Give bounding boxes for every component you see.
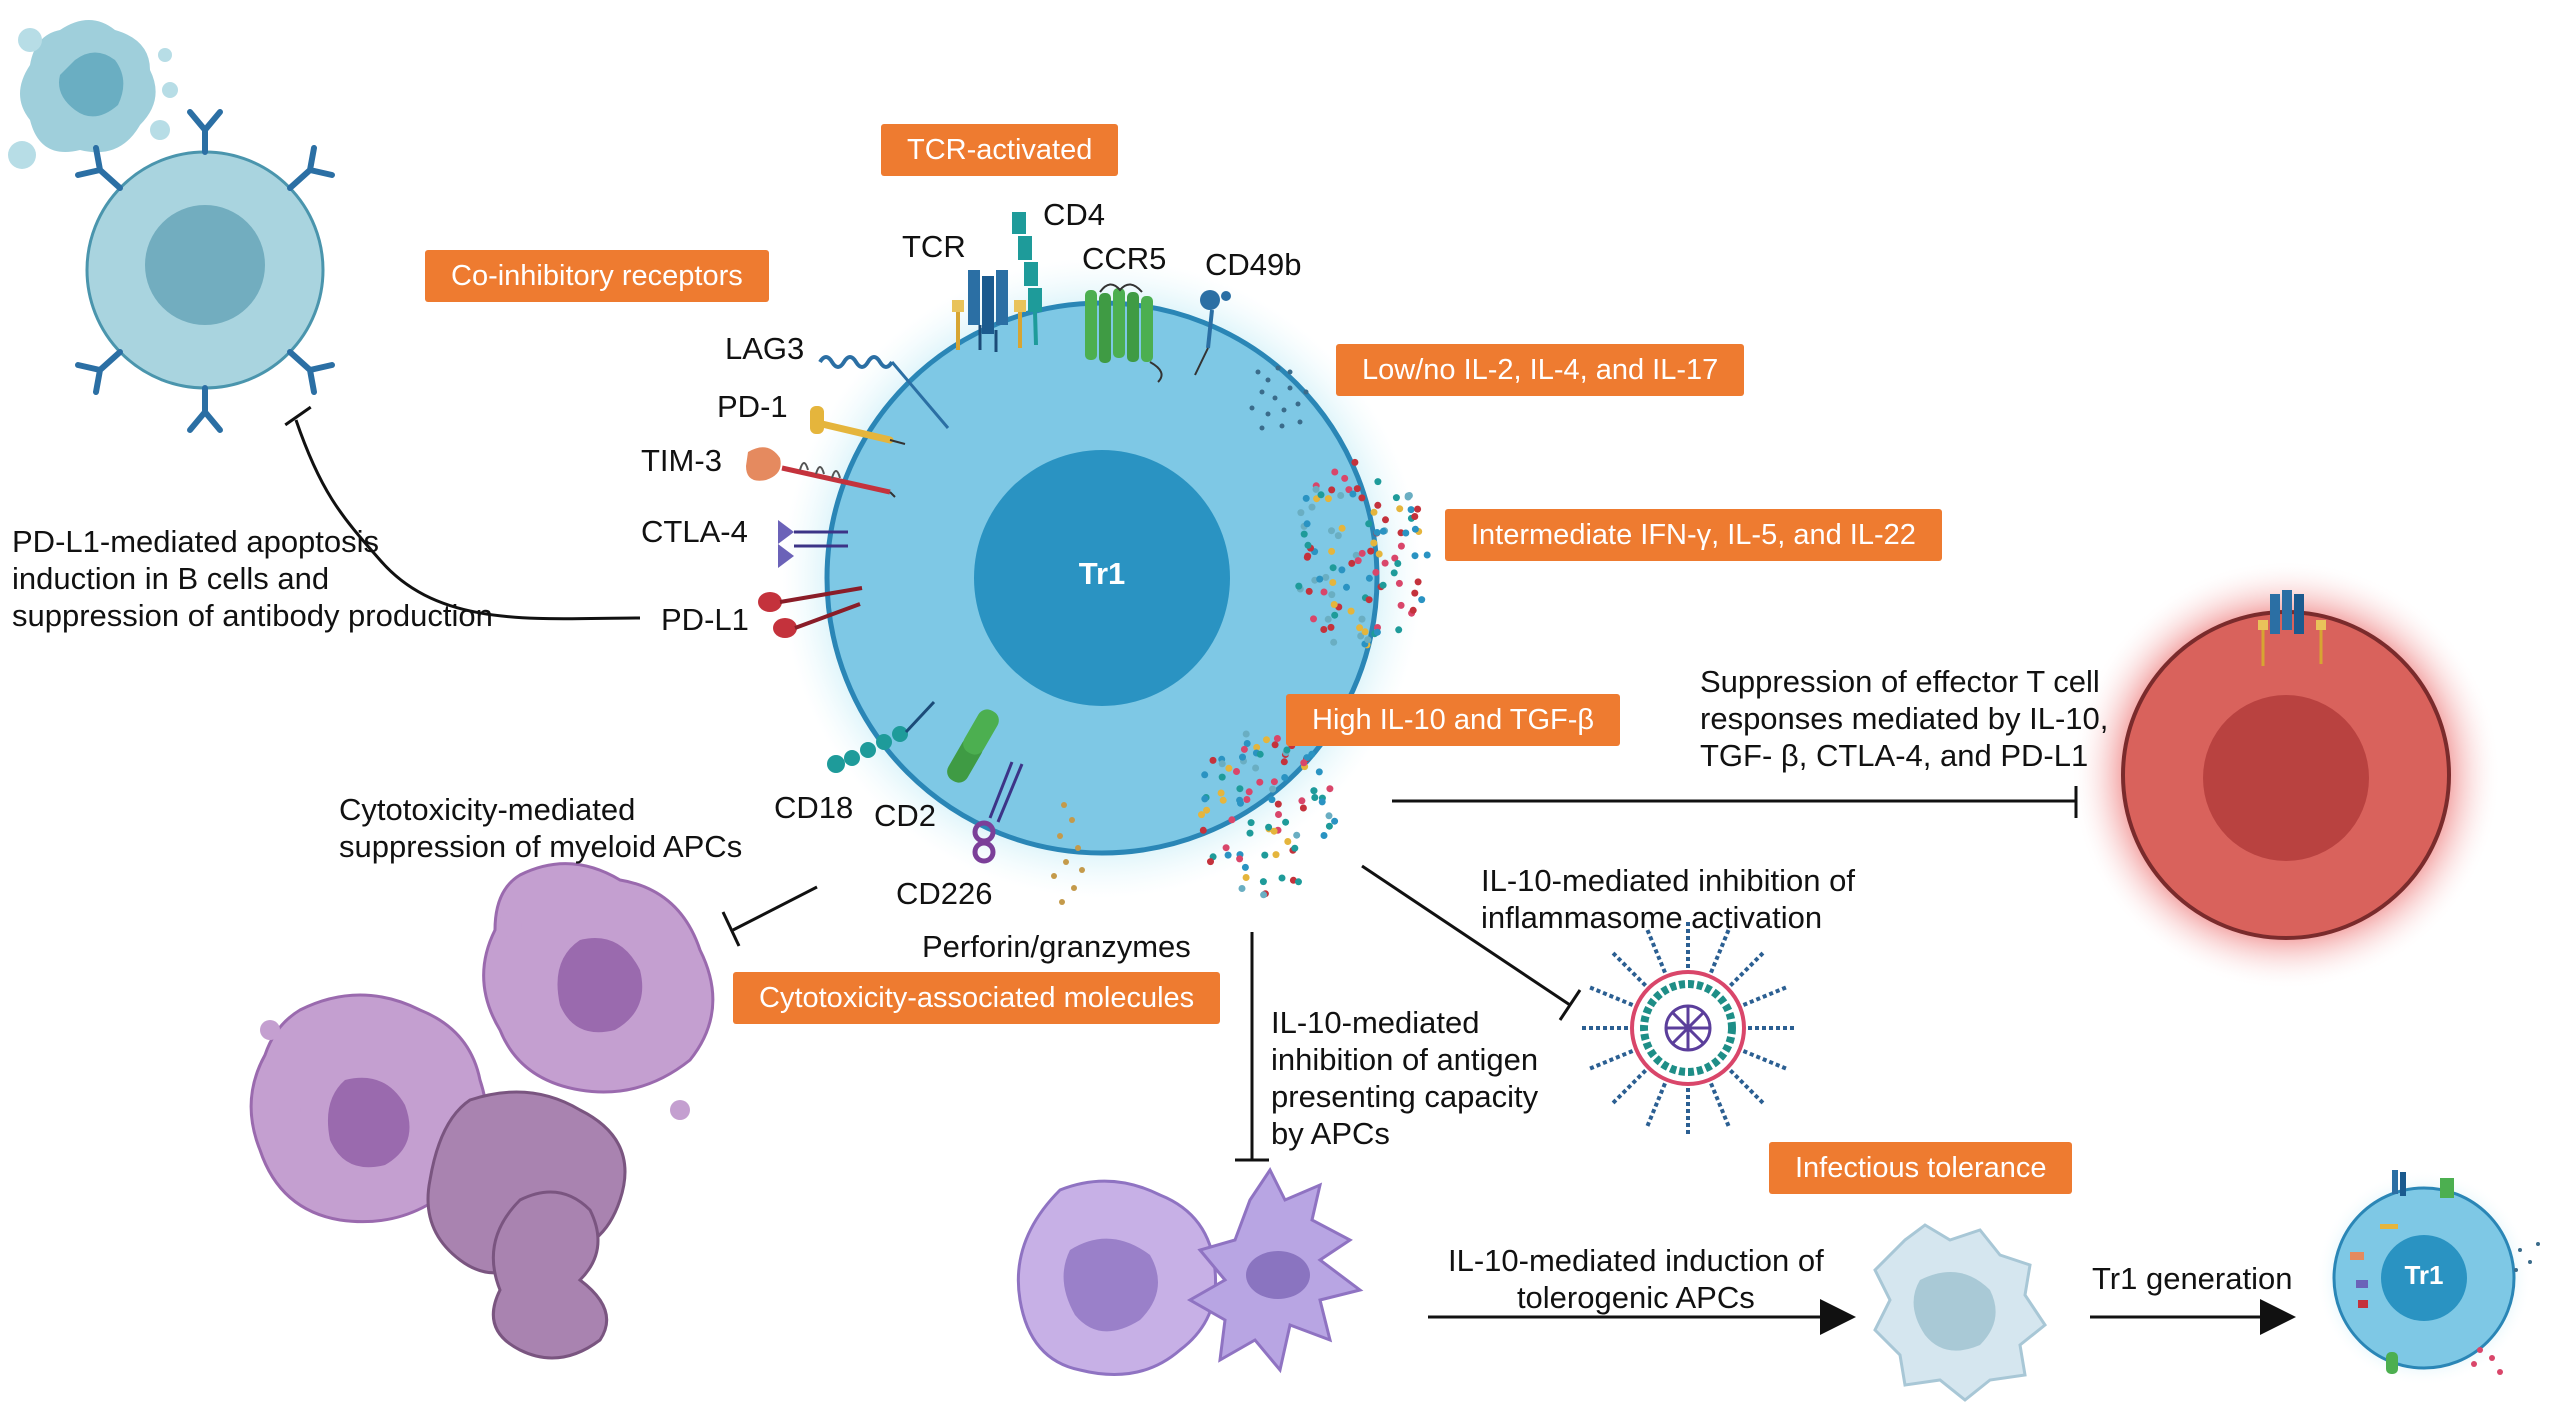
- b-cell: [75, 109, 335, 433]
- apoptotic-b-cell: [8, 20, 178, 169]
- ccr5-receptor: [1085, 283, 1163, 383]
- mini-tr1-label: Tr1: [2404, 1260, 2444, 1290]
- label-tcr: TCR: [902, 229, 966, 264]
- pdl1-inhibition-line: [294, 419, 641, 621]
- tag-tcr-activated: TCR-activated: [881, 124, 1119, 176]
- label-lag3: LAG3: [725, 331, 805, 366]
- antigen-presenting-text: IL-10-mediated inhibition of antigen pre…: [1271, 1005, 1539, 1151]
- label-cd226: CD226: [896, 876, 993, 911]
- tag-low-cytokines: Low/no IL-2, IL-4, and IL-17: [1336, 344, 1745, 396]
- tag-co-inhibitory-receptors: Co-inhibitory receptors: [425, 250, 769, 302]
- tag-high-cytokines: High IL-10 and TGF-β: [1286, 694, 1621, 746]
- lag3-receptor: [818, 355, 950, 429]
- ctla4-receptor: [778, 520, 848, 568]
- cd2-receptor: [947, 709, 999, 783]
- tolerogenic-apc: [1873, 1223, 2048, 1402]
- intermediate-cytokine-dots: [1295, 458, 1431, 649]
- effector-t-cell: [2071, 560, 2501, 990]
- label-tim3: TIM-3: [641, 443, 722, 478]
- cd18-receptor: [827, 700, 936, 773]
- tr1-generation-text: Tr1 generation: [2092, 1261, 2293, 1296]
- label-cd49b: CD49b: [1205, 247, 1302, 282]
- label-ctla4: CTLA-4: [641, 514, 748, 549]
- pdl1-apoptosis-text: PD-L1-mediated apoptosis induction in B …: [12, 524, 493, 633]
- inflammasome-inhibition-line: [1361, 864, 1571, 1007]
- pdl1-receptor: [758, 586, 863, 638]
- low-cytokine-dots: [1249, 365, 1309, 431]
- effector-suppression-text: Suppression of effector T cell responses…: [1700, 664, 2109, 773]
- label-ccr5: CCR5: [1082, 241, 1167, 276]
- myeloid-inhibition-line: [732, 885, 818, 932]
- myeloid-apc-cells: [249, 862, 715, 1360]
- label-cd2: CD2: [874, 798, 937, 833]
- inflammasome: [1580, 920, 1796, 1136]
- mini-tr1-cell: [2316, 1170, 2540, 1386]
- tim3-receptor: [746, 447, 896, 498]
- label-pd1: PD-1: [717, 389, 788, 424]
- cytotoxicity-suppression-text: Cytotoxicity-mediated suppression of mye…: [339, 792, 743, 864]
- label-perforin: Perforin/granzymes: [922, 929, 1191, 964]
- tag-cytotoxicity-molecules: Cytotoxicity-associated molecules: [733, 972, 1221, 1024]
- tr1-label: Tr1: [1078, 556, 1126, 591]
- perforin-dots: [1051, 802, 1085, 905]
- high-cytokine-dots: [1198, 730, 1339, 899]
- tag-infectious-tolerance: Infectious tolerance: [1769, 1142, 2073, 1194]
- tcr-receptor: [952, 270, 1026, 352]
- label-pdl1: PD-L1: [661, 602, 749, 637]
- tolerogenic-text: IL-10-mediated induction of tolerogenic …: [1448, 1243, 1824, 1315]
- label-cd18: CD18: [774, 790, 854, 825]
- inflammasome-text: IL-10-mediated inhibition of inflammasom…: [1481, 863, 1855, 935]
- pd1-receptor: [810, 406, 906, 445]
- cd226-receptor: [972, 761, 1024, 864]
- antigen-presenting-cells: [1016, 1167, 1364, 1376]
- cd49b-receptor: [1194, 290, 1231, 376]
- tr1-cell: [782, 258, 1422, 898]
- tag-intermediate-cytokines: Intermediate IFN-γ, IL-5, and IL-22: [1445, 509, 1942, 561]
- label-cd4: CD4: [1043, 197, 1106, 232]
- cd4-receptor: [1012, 212, 1042, 346]
